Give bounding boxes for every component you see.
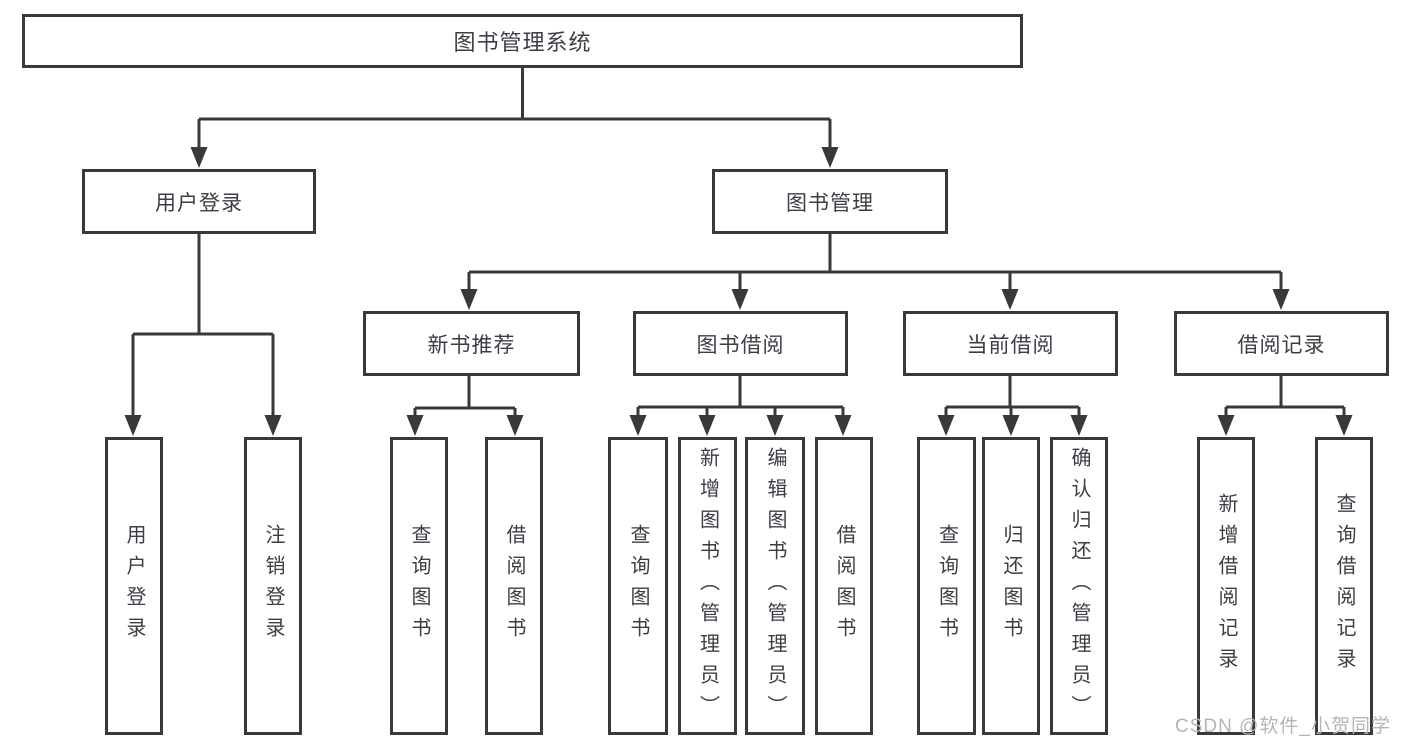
node-borrow-records: 借阅记录 [1174, 311, 1389, 376]
leaf-label: 查询图书 [935, 524, 958, 648]
leaf-label: 新增图书（管理员） [696, 446, 719, 726]
arrow-down-icon [766, 415, 784, 436]
leaf-query-books: 查询图书 [608, 437, 668, 735]
leaf-label: 查询图书 [627, 524, 649, 648]
arrow-down-icon [629, 415, 647, 436]
leaf-label: 借阅图书 [503, 524, 525, 648]
node-user-login: 用户登录 [82, 169, 316, 234]
connector-book-borrow-group [636, 376, 845, 418]
leaf-borrow-books: 借阅图书 [485, 437, 543, 735]
arrow-down-icon [264, 415, 282, 436]
arrow-down-icon [1002, 415, 1020, 436]
arrow-down-icon [698, 415, 716, 436]
arrow-down-icon [460, 289, 478, 310]
node-current-borrowing: 当前借阅 [903, 311, 1118, 376]
leaf-label: 查询图书 [408, 524, 430, 648]
leaf-label: 用户登录 [123, 524, 145, 648]
arrow-down-icon [821, 147, 839, 168]
leaf-label: 注销登录 [262, 524, 284, 648]
arrow-down-icon [1272, 289, 1290, 310]
leaf-label: 归还图书 [1000, 524, 1022, 648]
arrow-down-icon [1070, 415, 1088, 436]
arrow-down-icon [834, 415, 852, 436]
node-book-management: 图书管理 [712, 169, 948, 234]
leaf-edit-books-admin: 编辑图书（管理员） [745, 437, 805, 735]
leaf-borrow-books: 借阅图书 [815, 437, 873, 735]
leaf-logout: 注销登录 [244, 437, 302, 735]
arrow-down-icon [731, 289, 749, 310]
arrow-down-icon [406, 415, 424, 436]
arrow-down-icon [190, 147, 208, 168]
leaf-label: 借阅图书 [833, 524, 855, 648]
connector-new-books-group [413, 376, 517, 418]
arrow-down-icon [1217, 415, 1235, 436]
connector-user-login-group [131, 234, 275, 418]
arrow-down-icon [937, 415, 955, 436]
csdn-watermark: CSDN @软件_小贺同学 [1175, 716, 1391, 737]
leaf-query-borrow-record: 查询借阅记录 [1315, 437, 1373, 735]
connector-borrow-records-group [1224, 376, 1346, 418]
leaf-label: 确认归还（管理员） [1068, 446, 1090, 726]
connector-book-mgmt-group [467, 234, 1283, 292]
arrow-down-icon [1001, 289, 1019, 310]
leaf-query-books: 查询图书 [917, 437, 976, 735]
connector-root-to-level2 [197, 68, 832, 150]
node-new-book-recommend: 新书推荐 [363, 311, 580, 376]
leaf-add-books-admin: 新增图书（管理员） [678, 437, 737, 735]
arrow-down-icon [506, 415, 524, 436]
leaf-label: 编辑图书（管理员） [764, 446, 786, 726]
leaf-label: 新增借阅记录 [1215, 493, 1237, 679]
leaf-confirm-return-admin: 确认归还（管理员） [1050, 437, 1108, 735]
arrow-down-icon [124, 415, 142, 436]
leaf-add-borrow-record: 新增借阅记录 [1197, 437, 1255, 735]
node-book-borrowing: 图书借阅 [633, 311, 848, 376]
leaf-return-books: 归还图书 [982, 437, 1040, 735]
connector-current-borrow-group [944, 376, 1081, 418]
leaf-user-login: 用户登录 [105, 437, 163, 735]
arrow-down-icon [1335, 415, 1353, 436]
leaf-query-books: 查询图书 [390, 437, 448, 735]
node-root-system: 图书管理系统 [22, 14, 1023, 68]
leaf-label: 查询借阅记录 [1333, 493, 1355, 679]
